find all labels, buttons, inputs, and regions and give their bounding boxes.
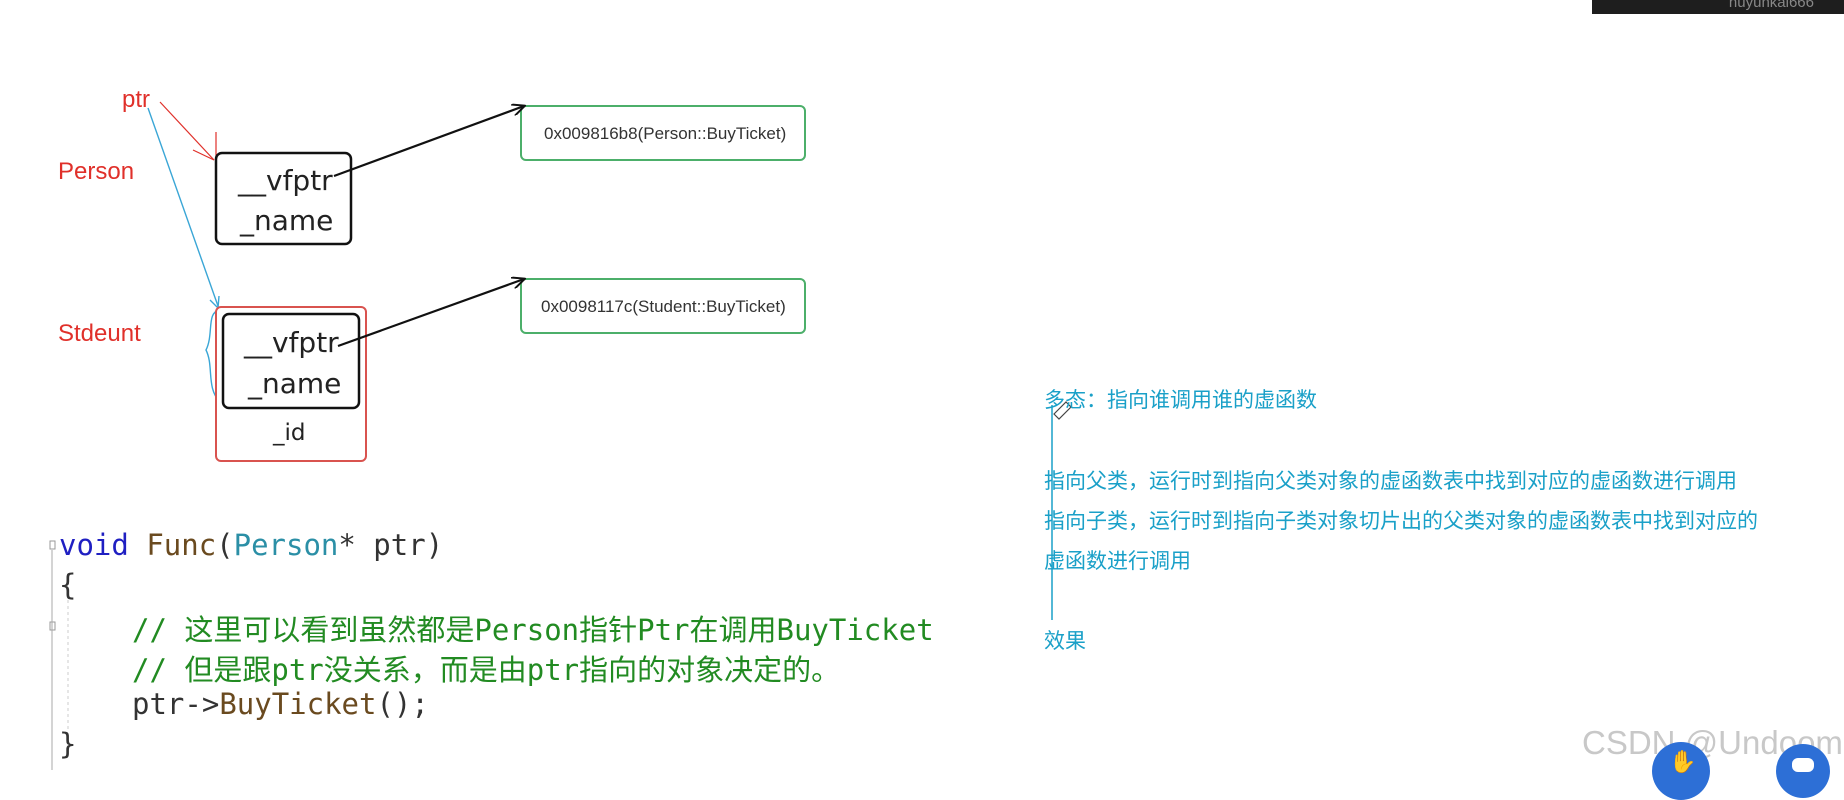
- student-label: Stdeunt: [58, 320, 141, 347]
- code-type-person: Person: [233, 528, 339, 562]
- code-brace-close: }: [59, 727, 77, 761]
- student-field-vfptr: __vfptr: [244, 326, 339, 359]
- raise-hand-button[interactable]: ✋: [1652, 742, 1710, 800]
- webcam-username: huyunkai666: [1728, 0, 1814, 11]
- code-function-name: Func: [146, 528, 217, 562]
- code-line-call: ptr->BuyTicket();: [132, 687, 429, 721]
- student-field-name: _name: [248, 367, 342, 400]
- student-vfptr-arrow: [337, 279, 524, 348]
- ptr-label: ptr: [122, 86, 151, 113]
- note-effect: 效果: [1044, 629, 1086, 653]
- person-vtable-box: [520, 105, 806, 161]
- code-call-function: BuyTicket: [219, 687, 377, 721]
- student-vtable-box: [520, 278, 806, 334]
- note-child-call-cont: 虚函数进行调用: [1044, 549, 1191, 573]
- code-line-signature: void Func(Person* ptr): [59, 528, 443, 562]
- person-vtable-entry: 0x009816b8(Person::BuyTicket): [544, 124, 787, 143]
- person-object-box: [214, 151, 353, 246]
- person-field-name: _name: [240, 204, 334, 237]
- chat-icon: [1792, 758, 1814, 772]
- code-call-end: ();: [376, 687, 429, 721]
- code-paren: (: [216, 528, 234, 562]
- chat-button[interactable]: [1776, 744, 1830, 798]
- code-fold-marker: [49, 540, 56, 550]
- person-label: Person: [58, 158, 135, 185]
- student-field-id: _id: [273, 420, 306, 446]
- code-brace-open: {: [59, 568, 77, 602]
- student-base-subobject-box: [221, 312, 361, 410]
- note-parent-call: 指向父类，运行时到指向父类对象的虚函数表中找到对应的虚函数进行调用: [1044, 469, 1737, 493]
- webcam-overlay: huyunkai666: [1592, 0, 1844, 14]
- code-param: * ptr): [338, 528, 444, 562]
- code-call-object: ptr->: [132, 687, 220, 721]
- hand-icon: ✋: [1669, 750, 1697, 775]
- ptr-red-tick: [192, 149, 215, 161]
- code-comment-2: // 但是跟ptr没关系，而是由ptr指向的对象决定的。: [132, 653, 841, 687]
- student-cyan-brace: [205, 309, 221, 403]
- person-vfptr-arrow: [333, 106, 524, 178]
- note-polymorphism-title: 多态：指向谁调用谁的虚函数: [1044, 388, 1317, 412]
- ptr-cyan-pointer: [147, 107, 219, 307]
- note-child-call: 指向子类，运行时到指向子类对象切片出的父类对象的虚函数表中找到对应的: [1044, 509, 1758, 533]
- ptr-red-pointer: [159, 101, 215, 161]
- code-comment-1: // 这里可以看到虽然都是Person指针Ptr在调用BuyTicket: [132, 613, 934, 647]
- person-field-vfptr: __vfptr: [238, 164, 333, 197]
- memory-diagram: [49, 101, 1072, 770]
- code-keyword-void: void: [59, 528, 129, 562]
- pencil-cursor-icon: [1053, 401, 1072, 420]
- student-vtable-entry: 0x0098117c(Student::BuyTicket): [541, 297, 786, 316]
